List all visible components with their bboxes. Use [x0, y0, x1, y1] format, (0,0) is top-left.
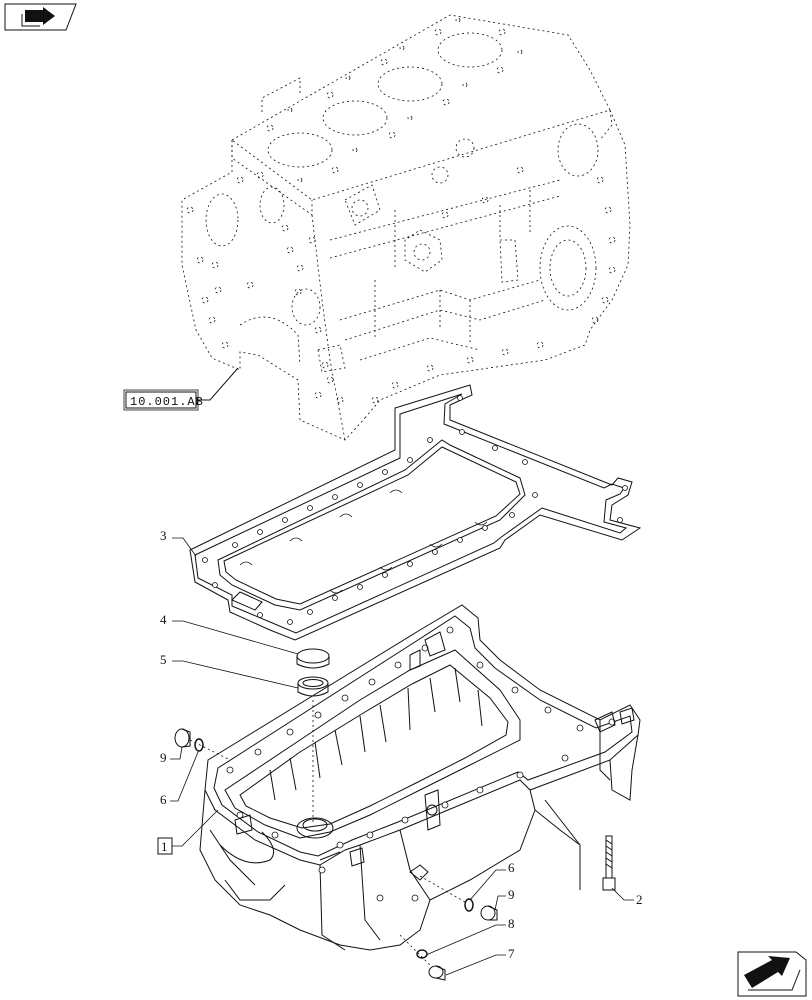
- svg-text:2: 2: [636, 892, 643, 907]
- svg-text:5: 5: [160, 652, 167, 667]
- ring-part: [297, 676, 329, 697]
- book-arrow-icon[interactable]: [4, 3, 77, 31]
- reference-label-box[interactable]: 10.001.AB: [123, 367, 239, 411]
- guide-line: [544, 799, 581, 846]
- callout-9-right: 9: [494, 887, 515, 911]
- callout-4: 4: [160, 612, 299, 655]
- callout-8: 8: [425, 916, 515, 956]
- svg-text:6: 6: [508, 860, 515, 875]
- svg-text:6: 6: [160, 792, 167, 807]
- callout-9-left: 9: [160, 746, 183, 765]
- callout-6-right: 6: [469, 860, 515, 901]
- bolt-part: [602, 835, 616, 891]
- reference-label-text: 10.001.AB: [130, 395, 204, 409]
- callout-3: 3: [160, 528, 197, 557]
- svg-text:3: 3: [160, 528, 167, 543]
- callout-7: 7: [445, 946, 515, 976]
- left-plug-part: [174, 728, 231, 761]
- svg-text:4: 4: [160, 612, 167, 627]
- callout-5: 5: [160, 652, 299, 689]
- oil-pan-part: [199, 604, 641, 951]
- right-plug-part: [399, 875, 498, 981]
- callout-6-left: 6: [160, 751, 199, 807]
- svg-text:1: 1: [161, 839, 168, 854]
- item-box-1[interactable]: 1: [157, 809, 219, 855]
- svg-text:8: 8: [508, 916, 515, 931]
- callout-2: 2: [611, 887, 643, 907]
- gasket-part: [189, 384, 642, 641]
- svg-text:9: 9: [160, 750, 167, 765]
- cap-part: [296, 648, 330, 669]
- svg-text:9: 9: [508, 887, 515, 902]
- engine-block: [181, 14, 631, 441]
- page-arrow-icon[interactable]: [737, 951, 807, 997]
- svg-text:7: 7: [508, 946, 515, 961]
